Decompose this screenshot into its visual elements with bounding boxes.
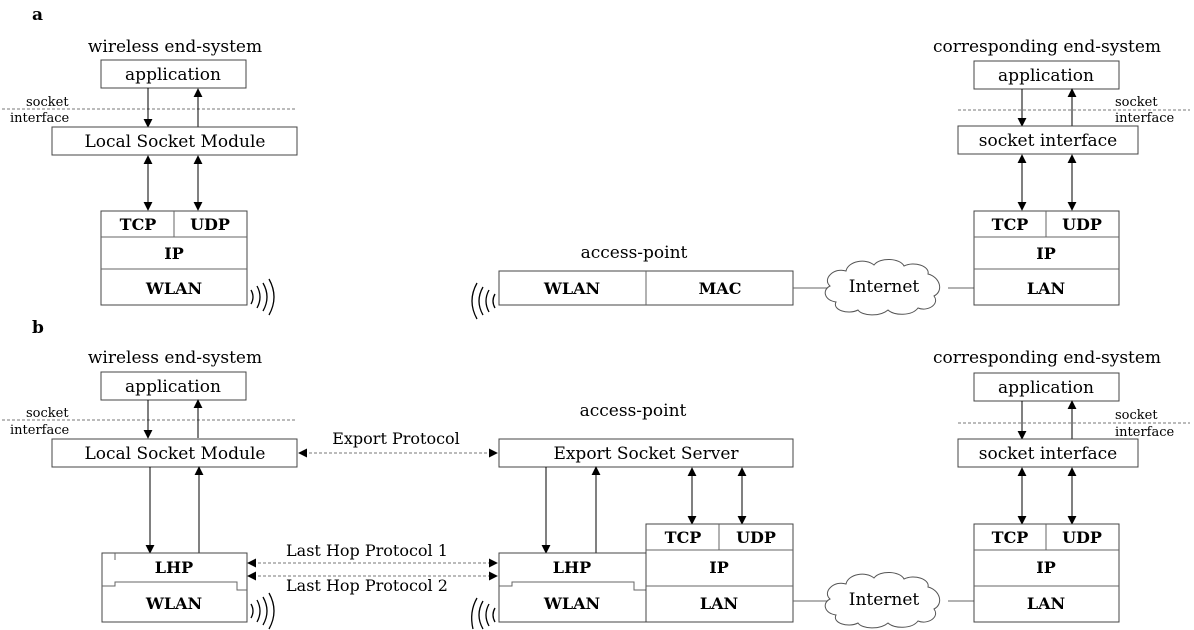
panel-b-corresponding-ip-label: IP	[1036, 558, 1056, 577]
panel-b-wireless-application-box	[100, 371, 247, 401]
panel-a-wireless-signal-icon	[250, 278, 275, 316]
panel-a-corresponding-tcp-label: TCP	[992, 215, 1029, 234]
panel-a-access-point-title: access-point	[581, 243, 688, 263]
panel-a-wireless-title: wireless end-system	[88, 37, 262, 57]
panel-a-corresponding-application-box	[973, 60, 1120, 90]
panel-b-corresponding-tcp-label: TCP	[992, 528, 1029, 547]
panel-a-wireless-udp-label: UDP	[190, 215, 230, 234]
panel-b-corresponding-lan-label: LAN	[1027, 594, 1065, 613]
panel-a-letter: a	[32, 5, 43, 25]
panel-b-ap-lhp-label: LHP	[553, 558, 591, 577]
panel-b-wireless-socket-label: socket	[26, 406, 69, 421]
panel-a-access-point: access-point WLAN MAC	[471, 243, 794, 320]
panel-a-access-point-mac-label: MAC	[699, 279, 742, 298]
panel-b-corresponding-title: corresponding end-system	[933, 348, 1161, 368]
panel-a-corresponding-application-label: application	[998, 66, 1094, 86]
panel-b-wireless-lhp-stack: LHP WLAN	[101, 552, 248, 623]
panel-b-access-point: access-point Export Socket Server LHP WL…	[471, 401, 794, 630]
panel-a-wireless-application-box	[100, 59, 247, 89]
panel-a-corresponding-udp-label: UDP	[1062, 215, 1102, 234]
panel-b-wireless-lhp-stack-box	[101, 552, 248, 623]
panel-b-export-socket-server-label: Export Socket Server	[553, 444, 739, 464]
panel-b-corresponding-udp-label: UDP	[1062, 528, 1102, 547]
panel-a-corresponding-socket-label: socket	[1115, 95, 1158, 110]
panel-b-wireless-interface-label: interface	[10, 423, 70, 438]
panel-b-letter: b	[32, 318, 44, 338]
panel-b-wireless-wlan-label: WLAN	[145, 594, 202, 613]
panel-a-wireless-application-label: application	[125, 65, 221, 85]
panel-b-internet-label: Internet	[849, 590, 920, 610]
panel-b-ap-udp-label: UDP	[736, 528, 776, 547]
panel-b: b wireless end-system application socket…	[2, 318, 1190, 630]
panel-b-corresponding-socket-label: socket	[1115, 408, 1158, 423]
panel-b-socket-interface-label: socket interface	[979, 444, 1118, 464]
panel-a-corresponding-title: corresponding end-system	[933, 37, 1161, 57]
panel-b-corresponding-end-system: corresponding end-system application soc…	[933, 348, 1190, 623]
panel-b-ap-tcpip-stack: TCP UDP IP LAN	[645, 523, 794, 623]
panel-a-corresponding-end-system: corresponding end-system application soc…	[933, 37, 1190, 306]
panel-b-socket-interface-box	[957, 438, 1139, 468]
panel-a-internet-label: Internet	[849, 277, 920, 297]
panel-a-local-socket-module-box	[51, 126, 298, 156]
panel-a-socket-interface-label: socket interface	[979, 131, 1118, 151]
panel-b-ap-tcp-label: TCP	[665, 528, 702, 547]
panel-a-local-socket-module-label: Local Socket Module	[85, 132, 266, 152]
panel-b-wireless-signal-icon	[250, 592, 275, 630]
panel-b-ap-ip-label: IP	[709, 558, 729, 577]
panel-a: a wireless end-system application socket…	[2, 5, 1190, 320]
panel-b-local-socket-module-box	[51, 438, 298, 468]
panel-b-last-hop-2-label: Last Hop Protocol 2	[286, 576, 448, 595]
panel-a-wireless-ip-label: IP	[164, 244, 184, 263]
panel-a-wireless-interface-label: interface	[10, 111, 70, 126]
panel-b-local-socket-module-label: Local Socket Module	[85, 444, 266, 464]
panel-b-wireless-application-label: application	[125, 377, 221, 397]
panel-b-wireless-end-system: wireless end-system application socket i…	[2, 348, 298, 630]
panel-b-wireless-lhp-label: LHP	[155, 558, 193, 577]
panel-a-wireless-wlan-label: WLAN	[145, 279, 202, 298]
panel-a-corresponding-interface-label: interface	[1115, 111, 1175, 126]
panel-a-socket-interface-box	[957, 125, 1139, 155]
panel-b-last-hop-1-label: Last Hop Protocol 1	[286, 541, 448, 560]
panel-b-corresponding-interface-label: interface	[1115, 425, 1175, 440]
panel-b-export-protocol-label: Export Protocol	[332, 429, 460, 448]
panel-b-ap-lhp-stack-box	[498, 552, 647, 623]
panel-a-access-point-wlan-label: WLAN	[543, 279, 600, 298]
panel-a-access-point-signal-icon	[471, 282, 496, 320]
panel-b-ap-signal-icon	[471, 597, 496, 630]
panel-b-ap-lhp-stack: LHP WLAN	[498, 552, 647, 623]
panel-b-ap-lhp-stack-divider	[499, 581, 646, 591]
panel-b-ap-wlan-label: WLAN	[543, 594, 600, 613]
panel-a-corresponding-ip-label: IP	[1036, 244, 1056, 263]
panel-b-access-point-title: access-point	[580, 401, 687, 421]
panel-b-ap-lan-label: LAN	[700, 594, 738, 613]
panel-b-internet-cloud-icon: Internet	[824, 572, 941, 629]
panel-a-internet-cloud-icon: Internet	[824, 259, 941, 316]
panel-a-wireless-tcp-label: TCP	[120, 215, 157, 234]
panel-b-wireless-title: wireless end-system	[88, 348, 262, 368]
panel-b-wireless-lhp-stack-divider	[102, 581, 247, 591]
panel-b-corresponding-application-box	[973, 372, 1120, 402]
panel-b-export-socket-server-box	[498, 438, 794, 468]
panel-a-wireless-end-system: wireless end-system application socket i…	[2, 37, 298, 316]
panel-a-corresponding-lan-label: LAN	[1027, 279, 1065, 298]
panel-b-corresponding-application-label: application	[998, 378, 1094, 398]
panel-a-wireless-socket-label: socket	[26, 95, 69, 110]
